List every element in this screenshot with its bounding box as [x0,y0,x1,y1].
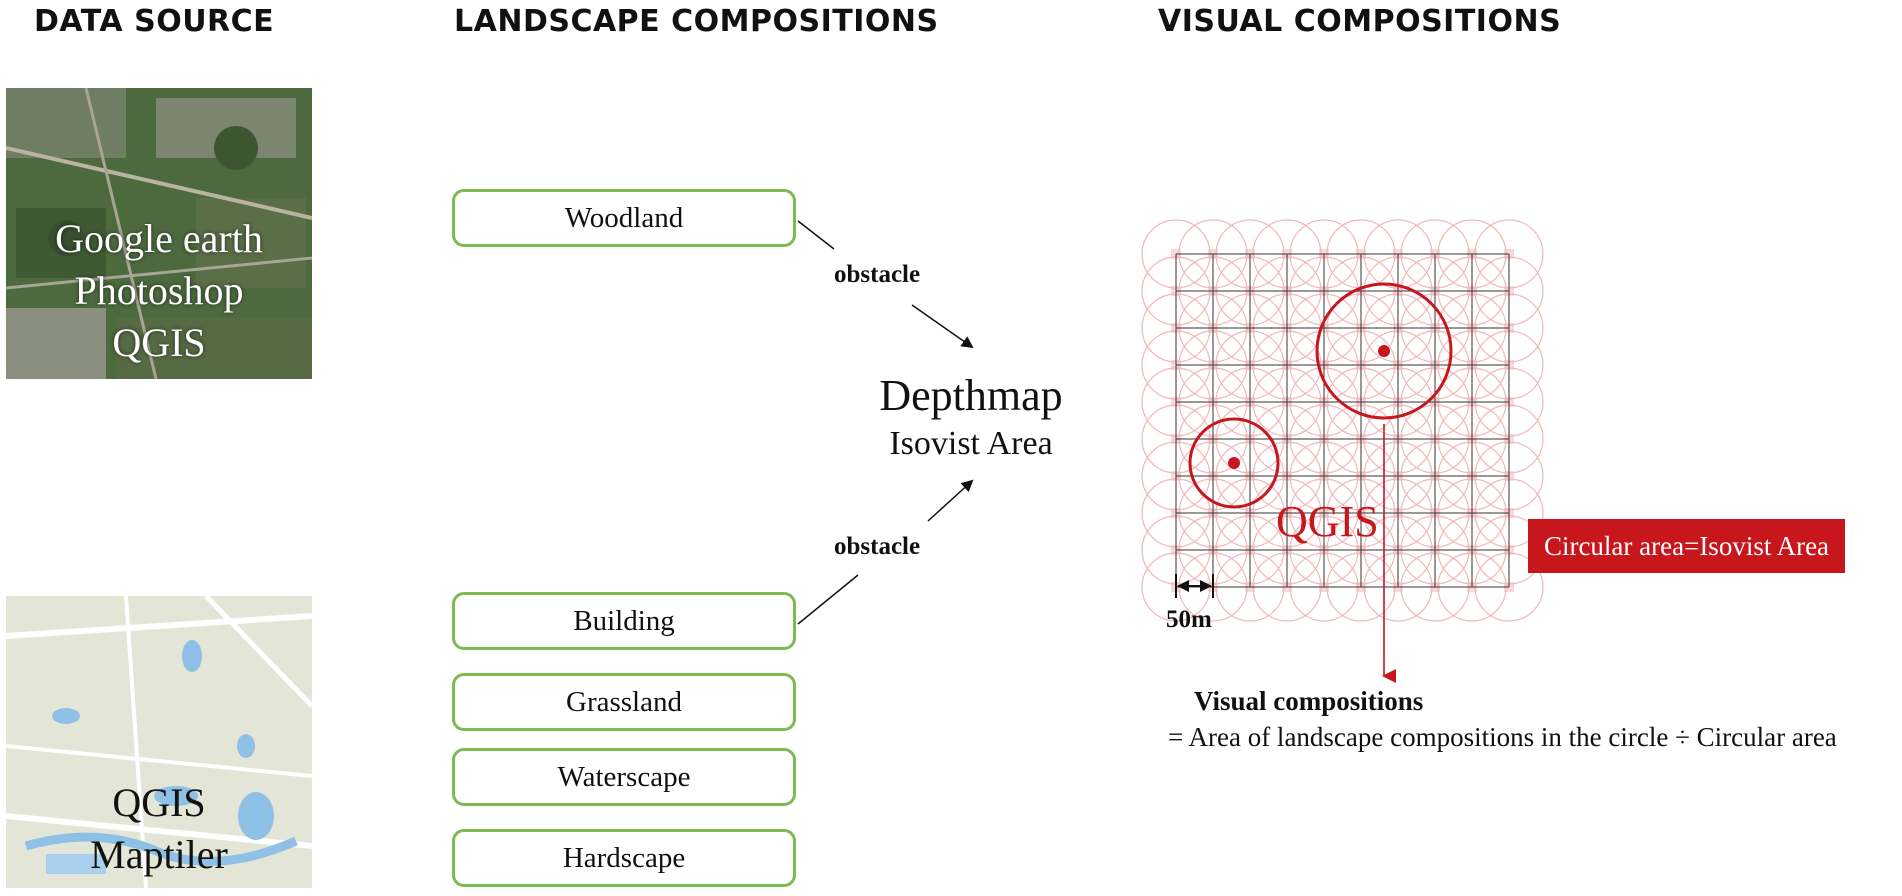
visual-compositions-title: Visual compositions [1194,686,1424,716]
grid-qgis-label: QGIS [1276,497,1379,546]
map-image [6,596,312,888]
map-source-line-2: Maptiler [90,832,228,877]
satellite-source-line-3: QGIS [112,320,206,365]
depthmap-subtitle: Isovist Area [889,425,1053,462]
landscape-box-building: Building [452,592,796,650]
satellite-image [6,88,312,379]
analysis-grid [1175,253,1510,588]
landscape-box-woodland: Woodland [452,189,796,247]
scale-bar-arrow-left [1177,580,1189,592]
landscape-box-grassland: Grassland [452,673,796,731]
map-source-line-1: QGIS [112,780,206,825]
heading-landscape-compositions: LANDSCAPE COMPOSITIONS [454,4,939,39]
obstacle-arrow-bottom [927,479,974,522]
heading-data-source: DATA SOURCE [34,4,275,39]
woodland-connector-line [797,220,835,250]
scale-label: 50m [1166,606,1212,633]
satellite-image-tile: Google earth Photoshop QGIS [6,88,312,379]
obstacle-arrow-top [911,304,974,349]
visual-compositions-formula: = Area of landscape compositions in the … [1168,722,1837,752]
small-isovist-center-dot [1228,457,1240,469]
scale-bar-arrow-right [1200,580,1212,592]
landscape-box-waterscape: Waterscape [452,748,796,806]
building-connector-line [797,574,859,625]
satellite-source-line-2: Photoshop [74,268,244,313]
satellite-source-line-1: Google earth [55,216,263,261]
large-isovist-circle [1315,282,1453,420]
obstacle-label-bottom: obstacle [834,533,921,560]
depthmap-title: Depthmap [879,371,1063,420]
large-isovist-center-dot [1378,345,1390,357]
heading-visual-compositions: VISUAL COMPOSITIONS [1158,4,1562,39]
isovist-circles-grid [1141,219,1544,622]
landscape-box-hardscape: Hardscape [452,829,796,887]
small-isovist-circle [1188,417,1280,509]
legend-circular-area: Circular area=Isovist Area [1528,519,1845,573]
map-image-tile: QGIS Maptiler [6,596,312,888]
obstacle-label-top: obstacle [834,261,921,288]
